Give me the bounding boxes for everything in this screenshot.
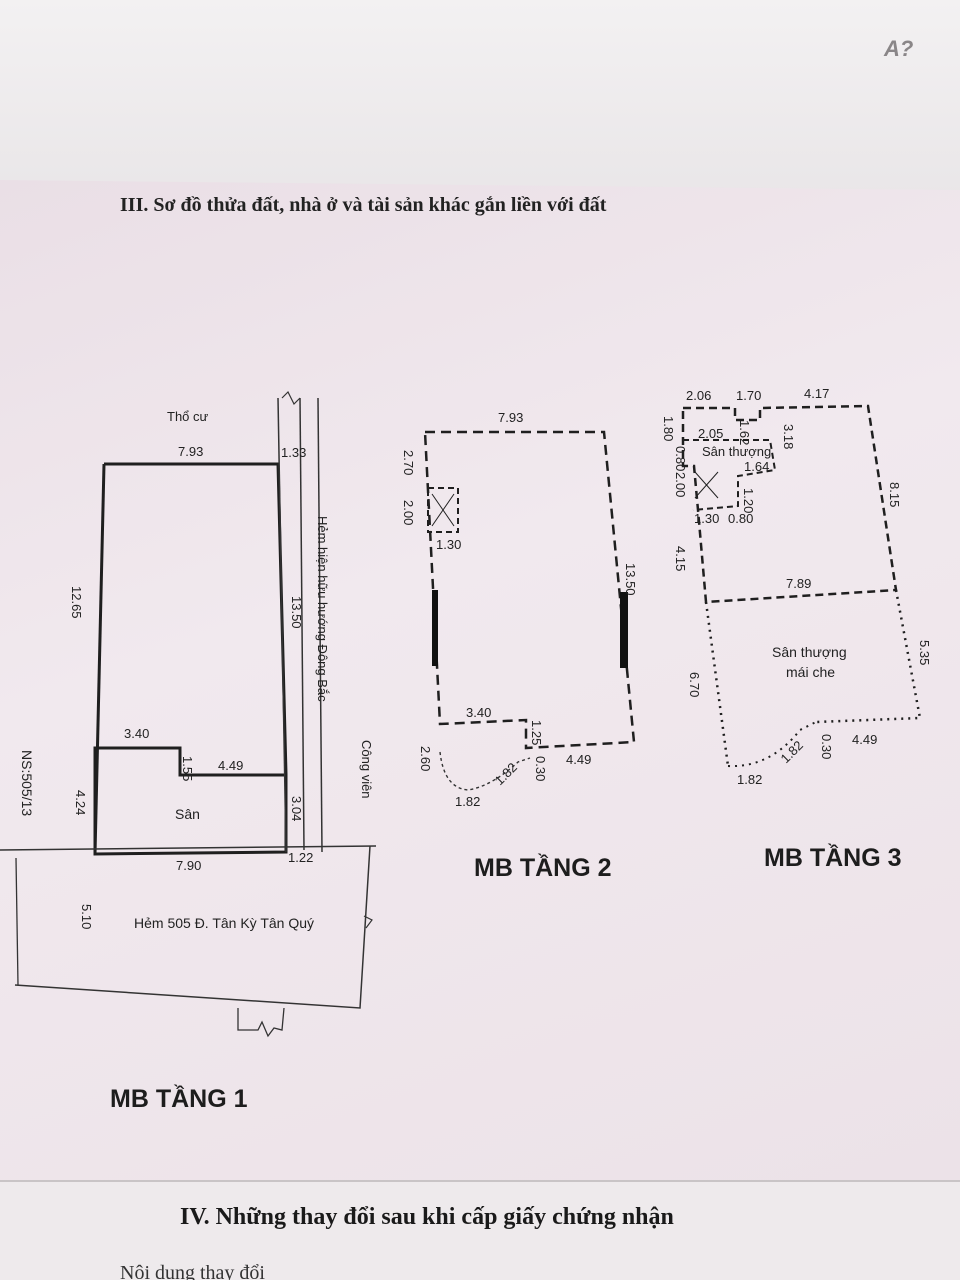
bottom-sheet: [0, 1180, 960, 1280]
floor1-park-label: Công viên: [359, 740, 374, 799]
floor1-dim-notch-w: 3.40: [124, 726, 149, 741]
floor2-outline: [423, 430, 636, 750]
floor3-upper-outline: [681, 404, 898, 604]
floor2-plan: 7.93 2.70 2.00 1.30 13.50 3.40 1.25 2.60…: [401, 410, 638, 882]
floor1-plan: Thổ cư 7.93 1.33 12.65 13.50 Hẻm hiện hữ…: [0, 390, 377, 1113]
section-title: III. Sơ đồ thửa đất, nhà ở và tài sản kh…: [120, 194, 607, 216]
floor1-ns-label: NS:505/13: [19, 750, 35, 816]
floor3-dim-r: 0.30: [819, 734, 834, 759]
floor3-dim-l: 8.15: [887, 482, 902, 507]
floor1-dim-notch-b: 4.49: [218, 758, 243, 773]
floor3-dim-o: 5.35: [917, 640, 932, 665]
changes-column-header: Nội dung thay đổi: [120, 1262, 265, 1280]
floor2-dim-notch-h: 1.25: [529, 720, 544, 745]
floor2-dim-left-bottom: 2.60: [418, 746, 433, 771]
section-changes-title: IV. Những thay đổi sau khi cấp giấy chứn…: [180, 1204, 674, 1230]
floor1-dim-top: 7.93: [178, 444, 203, 459]
floor3-roof-label-1: Sân thượng: [772, 644, 847, 660]
floor1-outline: [93, 462, 288, 856]
floor2-dim-stair-h: 2.00: [401, 500, 416, 525]
floor1-dim-alley-w: 5.10: [79, 904, 94, 929]
floor3-title: MB TẦNG 3: [764, 843, 902, 872]
top-sheet: [0, 0, 960, 200]
floor3-lower-outline: [704, 601, 730, 767]
floor2-dim-right: 13.50: [623, 563, 638, 596]
floor3-terrace-label: Sân thượng: [702, 444, 771, 459]
floor3-dim-h: 1.20: [741, 488, 756, 513]
floor3-dim-e: 1.62: [737, 420, 752, 445]
floor1-dim-yard-right: 3.04: [289, 796, 304, 821]
floor3-dim-t1: 2.06: [686, 388, 711, 403]
floor1-alley-label: Hẻm hiện hữu hướng Đông Bắc: [315, 516, 330, 702]
floor3-dim-j: 0.80: [728, 511, 753, 526]
floor2-dim-stair-w: 1.30: [436, 537, 461, 552]
floor2-dim-top: 7.93: [498, 410, 523, 425]
floor3-dim-t2: 1.70: [736, 388, 761, 403]
floor3-dim-c: 2.00: [673, 472, 688, 497]
floor3-dim-a: 1.80: [661, 416, 676, 441]
floor2-dim-curve-a: 1.82: [455, 794, 480, 809]
floor3-plan: 2.06 1.70 4.17 1.80 0.80 2.00 2.05 1.62 …: [661, 386, 932, 872]
floor2-dim-bottom: 4.49: [566, 752, 591, 767]
floor1-yard-label: Sân: [175, 806, 200, 822]
floor2-dim-curve-c: 0.30: [533, 756, 548, 781]
floor1-dim-top-right: 1.33: [281, 445, 306, 460]
floor3-dim-t3: 4.17: [804, 386, 829, 401]
floor3-dim-s: 4.49: [852, 732, 877, 747]
floor1-dim-yard-left: 4.24: [73, 790, 88, 815]
floor3-terrace-box: [683, 439, 777, 511]
floor2-dim-left-top: 2.70: [401, 450, 416, 475]
floor1-dim-bottom-right: 1.22: [288, 850, 313, 865]
floor3-dim-p: 1.82: [737, 772, 762, 787]
floor3-dim-b: 0.80: [673, 446, 688, 471]
floor3-dim-m: 7.89: [786, 576, 811, 591]
floor3-dim-g: 1.64: [744, 459, 769, 474]
floor3-roof-label-2: mái che: [786, 664, 835, 680]
floor1-dim-right: 13.50: [289, 596, 304, 629]
floor1-dim-notch-h: 1.55: [180, 756, 195, 781]
floor3-dim-i: 1.30: [694, 511, 719, 526]
floor3-dim-f: 3.18: [781, 424, 796, 449]
floor3-dim-n: 6.70: [687, 672, 702, 697]
floor2-dim-notch-w: 3.40: [466, 705, 491, 720]
floor3-dim-d: 2.05: [698, 426, 723, 441]
floor2-stair: [427, 487, 459, 533]
floor3-dim-q: 1.82: [778, 738, 807, 767]
floor1-neighbor-label: Thổ cư: [167, 409, 209, 424]
floor2-dim-curve-b: 1.82: [492, 760, 521, 789]
floor1-title: MB TẦNG 1: [110, 1084, 248, 1113]
floor1-dim-left: 12.65: [69, 586, 84, 619]
floor2-title: MB TẦNG 2: [474, 853, 612, 882]
floor1-dim-bottom: 7.90: [176, 858, 201, 873]
floor1-alley-bottom-label: Hẻm 505 Đ. Tân Kỳ Tân Quý: [134, 915, 314, 931]
corner-mark: A?: [884, 36, 914, 61]
floor3-dim-k: 4.15: [673, 546, 688, 571]
